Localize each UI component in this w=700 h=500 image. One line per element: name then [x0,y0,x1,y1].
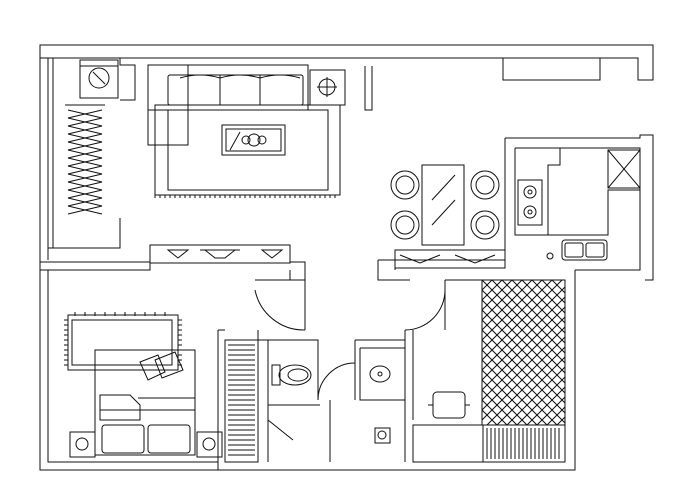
stove [518,180,542,225]
wardrobe-rack [53,58,105,248]
kitchen-counter [515,148,640,235]
pillows [102,352,190,453]
desk-chair [428,392,470,418]
washbasin [370,366,390,382]
sofa-sectional [148,65,328,190]
bedroom-wardrobe [225,340,258,462]
sideboard [395,250,505,268]
parquet-floor [482,280,565,425]
coffee-table [222,125,285,155]
kitchen-sink [547,240,607,260]
washing-machine [80,60,118,98]
door-swings [255,280,445,440]
dining-chair [391,171,499,239]
interior-walls [40,58,565,462]
exterior-walls [40,45,653,470]
toilet [272,365,311,385]
tv-console [150,245,290,263]
fridge [608,150,640,188]
bedroom-rug [64,312,182,370]
double-bed [95,350,195,455]
dining-table [422,165,464,245]
nightstands [70,432,222,457]
side-table-lamp [310,70,345,105]
bathroom-fixtures [375,428,390,443]
study-bookshelf [413,425,565,462]
